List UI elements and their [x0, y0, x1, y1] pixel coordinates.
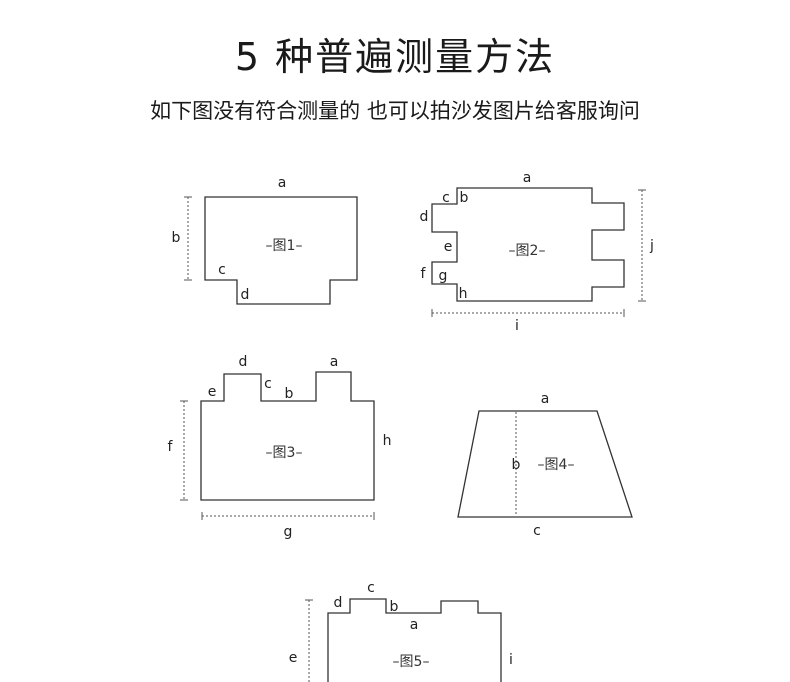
- figure-5-outline: [327, 598, 502, 682]
- figure-2-label-f: f: [421, 266, 427, 282]
- figure-3-label-e: e: [208, 384, 217, 400]
- figure-5-label-e: e: [289, 650, 298, 666]
- figure-1-outline: [204, 196, 358, 305]
- figure-2-caption: –图2–: [509, 243, 546, 259]
- figure-5-caption: –图5–: [393, 654, 430, 670]
- figure-5-label-b: b: [390, 599, 399, 615]
- figure-5-label-i: i: [509, 652, 513, 668]
- figure-3-label-b: b: [285, 386, 294, 402]
- figure-2-label-j: j: [649, 238, 654, 254]
- figure-2-label-i: i: [515, 318, 519, 334]
- figure-2-label-c: c: [442, 190, 450, 206]
- figure-2-outline: [431, 187, 625, 302]
- figure-3-label-a: a: [330, 354, 339, 370]
- page-title: 5 种普遍测量方法: [234, 35, 556, 79]
- figure-1: a b c d –图1–: [172, 175, 358, 305]
- figure-3-label-d: d: [239, 354, 248, 370]
- figure-5: a b c d e i –图5–: [289, 580, 513, 682]
- figure-2-label-e: e: [444, 239, 453, 255]
- figure-3-outline: [200, 371, 375, 501]
- figure-1-label-a: a: [278, 175, 287, 191]
- figure-3-caption: –图3–: [266, 445, 303, 461]
- figure-3-label-c: c: [264, 376, 272, 392]
- figure-5-label-c: c: [367, 580, 375, 596]
- figure-2: a b c d e f g h i j –图2–: [420, 170, 654, 334]
- figure-2-label-b: b: [460, 190, 469, 206]
- figure-4-label-c: c: [533, 523, 541, 539]
- figure-2-label-a: a: [523, 170, 532, 186]
- figure-1-label-c: c: [218, 262, 226, 278]
- figure-4-caption: –图4–: [538, 457, 575, 473]
- figure-3-label-f: f: [168, 439, 174, 455]
- figure-1-caption: –图1–: [266, 238, 303, 254]
- figure-1-label-d: d: [241, 287, 250, 303]
- figure-2-label-h: h: [459, 286, 468, 302]
- figure-4-label-b: b: [512, 457, 521, 473]
- figure-1-label-b: b: [172, 230, 181, 246]
- figure-2-label-d: d: [420, 209, 429, 225]
- figure-5-label-a: a: [410, 617, 419, 633]
- page-subtitle: 如下图没有符合测量的 也可以拍沙发图片给客服询问: [150, 99, 640, 123]
- figure-2-label-g: g: [439, 268, 448, 284]
- figure-4-outline: [457, 410, 633, 518]
- figure-4: a b c –图4–: [457, 391, 633, 539]
- figure-4-label-a: a: [541, 391, 550, 407]
- figure-3: a b c d e f g h –图3–: [168, 354, 392, 540]
- figure-3-label-h: h: [383, 433, 392, 449]
- figure-5-label-d: d: [334, 595, 343, 611]
- figure-3-label-g: g: [284, 524, 293, 540]
